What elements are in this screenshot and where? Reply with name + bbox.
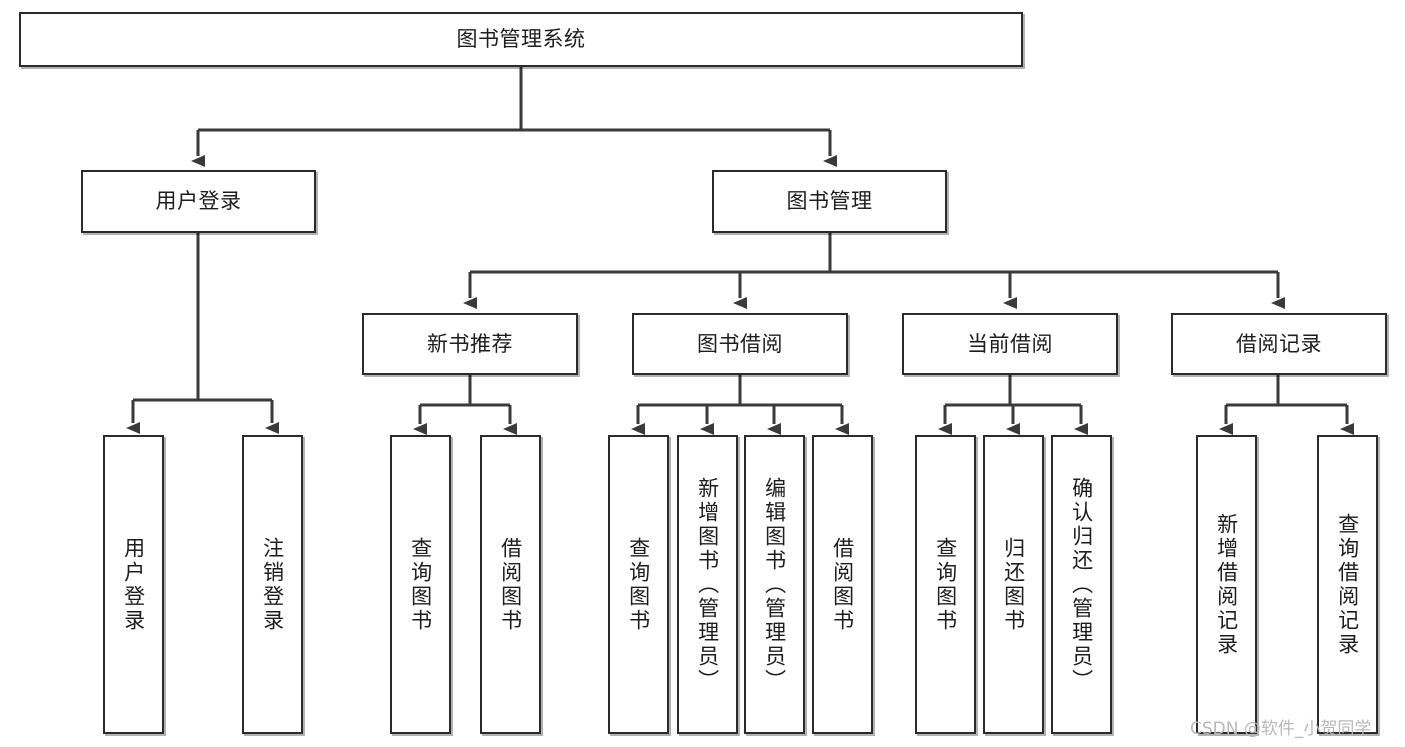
- node-leaf-edit-book-admin[interactable]: 编辑图书（管理员）: [744, 435, 805, 734]
- node-leaf-add-book-admin[interactable]: 新增图书（管理员）: [677, 435, 738, 734]
- node-current-borrow[interactable]: 当前借阅: [902, 313, 1118, 375]
- node-label: 图书管理系统: [456, 27, 586, 52]
- node-leaf-query-borrow-record[interactable]: 查询借阅记录: [1317, 435, 1378, 734]
- node-label: 借阅图书: [830, 536, 855, 633]
- node-book-management[interactable]: 图书管理: [712, 170, 947, 233]
- node-user-login[interactable]: 用户登录: [81, 170, 316, 233]
- node-label: 借阅记录: [1236, 331, 1322, 356]
- node-label: 查询图书: [408, 536, 433, 633]
- node-label: 查询借阅记录: [1335, 512, 1360, 657]
- node-leaf-add-borrow-record[interactable]: 新增借阅记录: [1196, 435, 1257, 734]
- node-book-borrow[interactable]: 图书借阅: [632, 313, 848, 375]
- node-label: 图书借阅: [697, 331, 783, 356]
- node-leaf-borrow-book[interactable]: 借阅图书: [812, 435, 873, 734]
- node-label: 归还图书: [1001, 536, 1026, 633]
- node-label: 注销登录: [260, 536, 285, 633]
- node-new-book-recommend[interactable]: 新书推荐: [362, 313, 578, 375]
- node-leaf-borrow-book-recommend[interactable]: 借阅图书: [480, 435, 541, 734]
- node-leaf-confirm-return-admin[interactable]: 确认归还（管理员）: [1051, 435, 1112, 734]
- node-label: 确认归还（管理员）: [1069, 476, 1094, 693]
- node-root-book-management-system[interactable]: 图书管理系统: [19, 12, 1023, 67]
- node-label: 新增借阅记录: [1214, 512, 1239, 657]
- node-leaf-user-login[interactable]: 用户登录: [103, 435, 164, 734]
- csdn-watermark: CSDN @软件_小贺同学: [1190, 719, 1372, 739]
- node-label: 用户登录: [121, 536, 146, 633]
- node-leaf-query-book-current[interactable]: 查询图书: [915, 435, 976, 734]
- node-label: 新书推荐: [427, 331, 513, 356]
- node-label: 借阅图书: [498, 536, 523, 633]
- node-label: 查询图书: [626, 536, 651, 633]
- node-leaf-query-book-borrow[interactable]: 查询图书: [608, 435, 669, 734]
- node-borrow-record[interactable]: 借阅记录: [1171, 313, 1387, 375]
- node-label: 用户登录: [155, 189, 242, 214]
- node-label: 当前借阅: [967, 331, 1053, 356]
- node-label: 编辑图书（管理员）: [762, 476, 787, 693]
- node-leaf-query-book-recommend[interactable]: 查询图书: [390, 435, 451, 734]
- node-leaf-logout[interactable]: 注销登录: [242, 435, 303, 734]
- node-label: 查询图书: [933, 536, 958, 633]
- node-label: 新增图书（管理员）: [695, 476, 720, 693]
- node-leaf-return-book[interactable]: 归还图书: [983, 435, 1044, 734]
- node-label: 图书管理: [786, 189, 873, 214]
